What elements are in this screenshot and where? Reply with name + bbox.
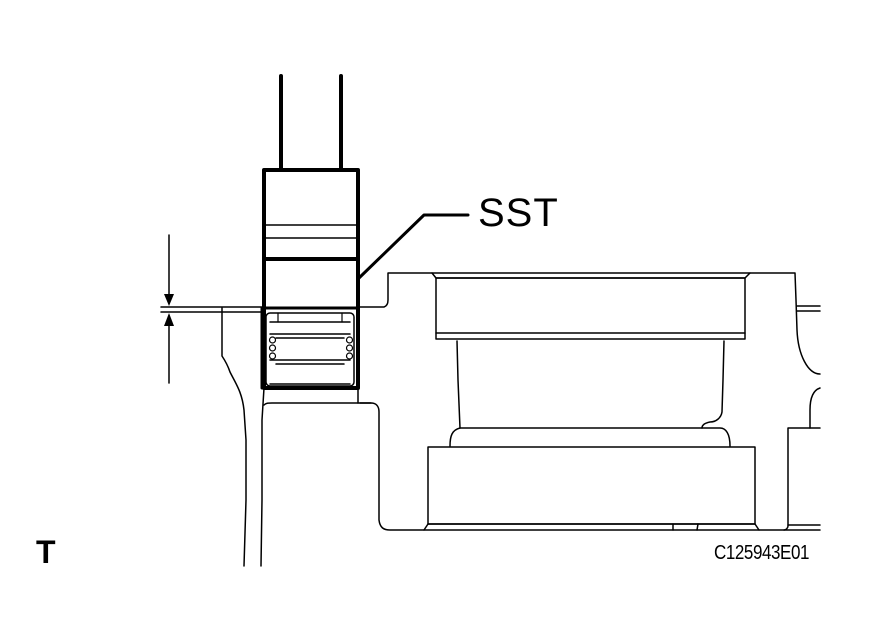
dimension-arrows: [164, 234, 174, 384]
down-arrow-icon: [164, 294, 174, 306]
bearing: [260, 306, 360, 390]
sst-tool: [262, 74, 360, 390]
upper-race: [431, 272, 751, 340]
center-body: [449, 340, 731, 447]
lower-race: [423, 446, 760, 531]
sst-label: SST: [478, 191, 559, 235]
figure-code: C125943E01: [714, 542, 810, 564]
sst-leader-line: [357, 213, 470, 280]
corner-label: T: [36, 534, 56, 570]
housing: [221, 272, 821, 567]
up-arrow-icon: [164, 313, 174, 326]
reference-line: [160, 306, 263, 313]
